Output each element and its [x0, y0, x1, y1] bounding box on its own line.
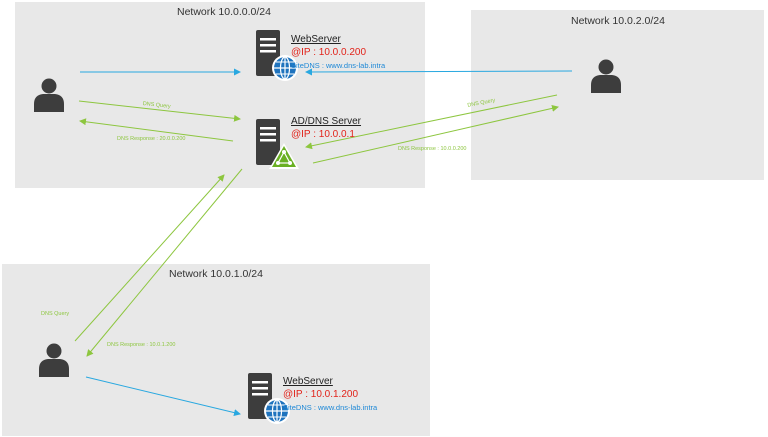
server-dns-name: SiteDNS : www.dns-lab.intra [283, 403, 378, 412]
web-server-icon [256, 30, 298, 81]
dns-server-info: AD/DNS Server @IP : 10.0.0.1 [291, 115, 361, 141]
network-title: Network 10.0.0.0/24 [177, 6, 271, 18]
network-box-10-0-0-0 [15, 2, 425, 188]
flow-label-dns-response: DNS Response : 20.0.0.200 [117, 136, 186, 142]
dns-response-arrow-a [79, 118, 234, 142]
network-triangle-icon [269, 143, 299, 169]
web-server-info-a: WebServer @IP : 10.0.0.200 SiteDNS : www… [291, 33, 385, 72]
network-box-10-0-1-0 [2, 264, 430, 436]
flow-label-dns-response: DNS Response : 10.0.0.200 [398, 146, 467, 152]
dns-query-arrow-a [78, 100, 241, 122]
web-request-arrow-c [85, 376, 241, 417]
server-ip: @IP : 10.0.0.200 [291, 47, 367, 58]
server-dns-name: SiteDNS : www.dns-lab.intra [291, 61, 386, 70]
server-name: WebServer [283, 376, 333, 387]
web-server-info-c: WebServer @IP : 10.0.1.200 SiteDNS : www… [283, 375, 377, 414]
server-name: AD/DNS Server [291, 116, 362, 127]
network-box-10-0-2-0 [471, 10, 764, 180]
dns-response-arrow-c [86, 168, 243, 357]
dns-response-arrow-b [312, 104, 559, 164]
network-title: Network 10.0.1.0/24 [169, 268, 263, 280]
person-icon [39, 343, 69, 377]
person-icon [34, 78, 64, 112]
flow-label-dns-response: DNS Response : 10.0.1.200 [107, 342, 176, 348]
server-name: WebServer [291, 34, 341, 45]
globe-icon [264, 398, 290, 424]
flow-label-dns-query: DNS Query [41, 311, 70, 317]
web-request-arrow-b [305, 68, 573, 76]
dns-server-icon [256, 119, 299, 169]
network-title: Network 10.0.2.0/24 [571, 15, 665, 27]
server-ip: @IP : 10.0.1.200 [283, 389, 359, 400]
dns-query-arrow-b [305, 94, 558, 150]
web-server-icon [248, 373, 290, 424]
person-icon [591, 59, 621, 93]
server-ip: @IP : 10.0.0.1 [291, 129, 355, 140]
globe-icon [272, 55, 298, 81]
dns-query-arrow-c [74, 174, 225, 342]
